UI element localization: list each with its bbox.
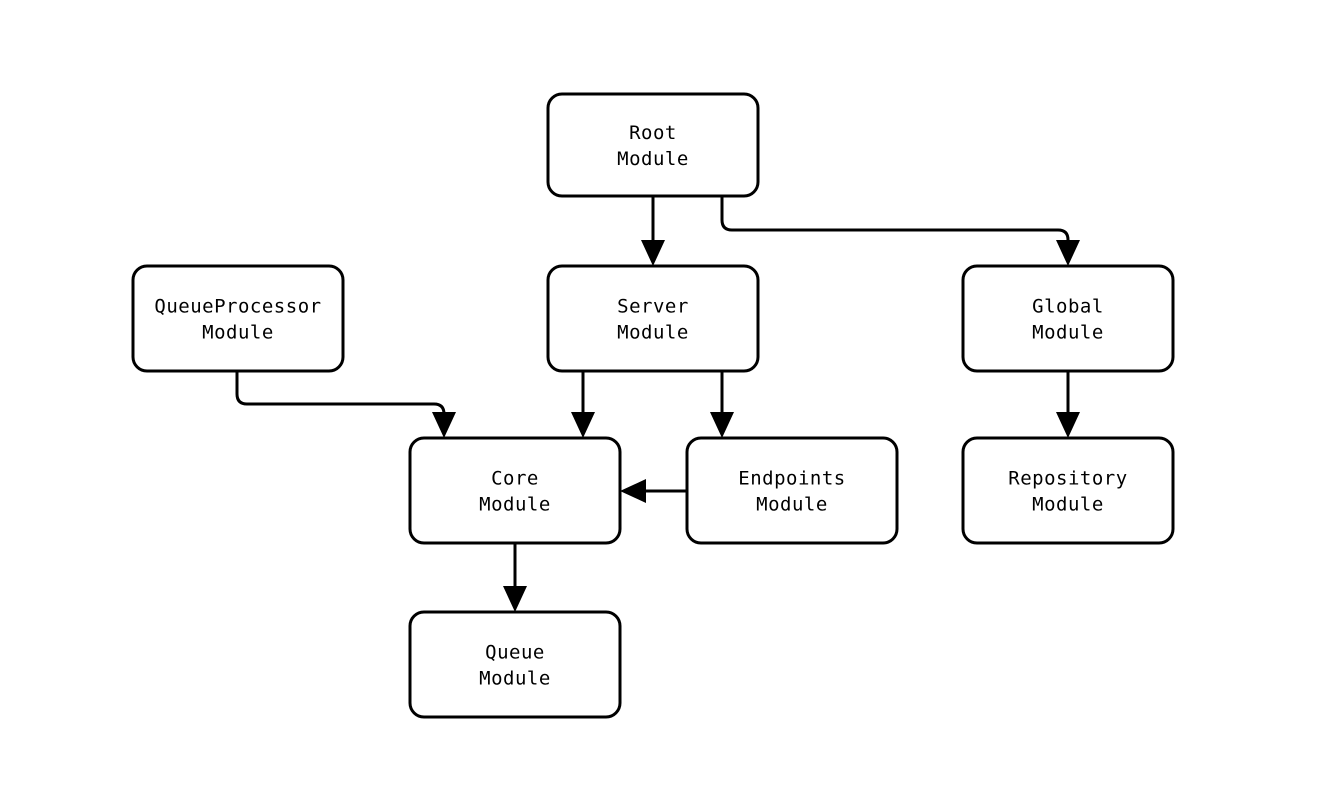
edge-server-to-endpoints: Server Module -> Endpoints Module (710, 371, 734, 438)
queue-module-node-box[interactable] (408, 610, 622, 719)
endpoints-module-node-box[interactable] (685, 436, 899, 545)
edge-server-to-endpoints-arrowhead-icon (710, 412, 734, 438)
edge-server-to-core-arrowhead-icon (571, 412, 595, 438)
root-module-node-label-line2: Module (617, 148, 689, 170)
edge-root-to-server-arrowhead-icon (641, 240, 665, 266)
edge-server-to-core: Server Module -> Core Module (571, 371, 595, 438)
edge-queueprocessor-to-core-arrowhead-icon (432, 412, 456, 438)
edge-endpoints-to-core-arrowhead-icon (620, 479, 646, 503)
global-module-node-label-line2: Module (1032, 321, 1104, 343)
core-module-node-label-line1: Core (491, 467, 539, 489)
queueprocessor-module-node-box[interactable] (131, 264, 345, 373)
edge-endpoints-to-core: Endpoints Module -> Core Module (620, 479, 687, 503)
global-module-node-box[interactable] (961, 264, 1175, 373)
endpoints-module-node-label-line2: Module (756, 493, 828, 515)
repository-module-node-label-line2: Module (1032, 493, 1104, 515)
edge-root-to-global: Root Module -> Global Module (720, 196, 1080, 266)
edge-queueprocessor-to-core-line (235, 371, 446, 423)
root-module-node-label-line1: Root (629, 122, 677, 144)
root-module-node-box[interactable] (546, 92, 760, 198)
queue-module-node-label-line2: Module (479, 667, 551, 689)
edges-layer: Root Module -> Server Module Root Module … (235, 196, 1080, 612)
edge-core-to-queue: Core Module -> Queue Module (503, 543, 527, 612)
core-module-node-label-line2: Module (479, 493, 551, 515)
edge-root-to-server: Root Module -> Server Module (641, 196, 665, 266)
core-module-node-box[interactable] (408, 436, 622, 545)
repository-module-node-label-line1: Repository (1008, 467, 1127, 489)
queueprocessor-module-node-label-line2: Module (202, 321, 274, 343)
global-module-node-label-line1: Global (1032, 295, 1104, 317)
repository-module-node-box[interactable] (961, 436, 1175, 545)
edge-global-to-repository-arrowhead-icon (1056, 412, 1080, 438)
server-module-node-box[interactable] (546, 264, 760, 373)
endpoints-module-node-label-line1: Endpoints (738, 467, 845, 489)
queue-module-node-label-line1: Queue (485, 641, 545, 663)
server-module-node-label-line2: Module (617, 321, 689, 343)
edge-global-to-repository: Global Module -> Repository Module (1056, 371, 1080, 438)
edge-queueprocessor-to-core: QueueProcessor Module -> Core Module (235, 371, 456, 438)
queueprocessor-module-node-label-line1: QueueProcessor (154, 295, 321, 317)
edge-root-to-global-arrowhead-icon (1056, 240, 1080, 266)
edge-core-to-queue-arrowhead-icon (503, 586, 527, 612)
server-module-node-label-line1: Server (617, 295, 689, 317)
edge-root-to-global-line (720, 196, 1070, 251)
